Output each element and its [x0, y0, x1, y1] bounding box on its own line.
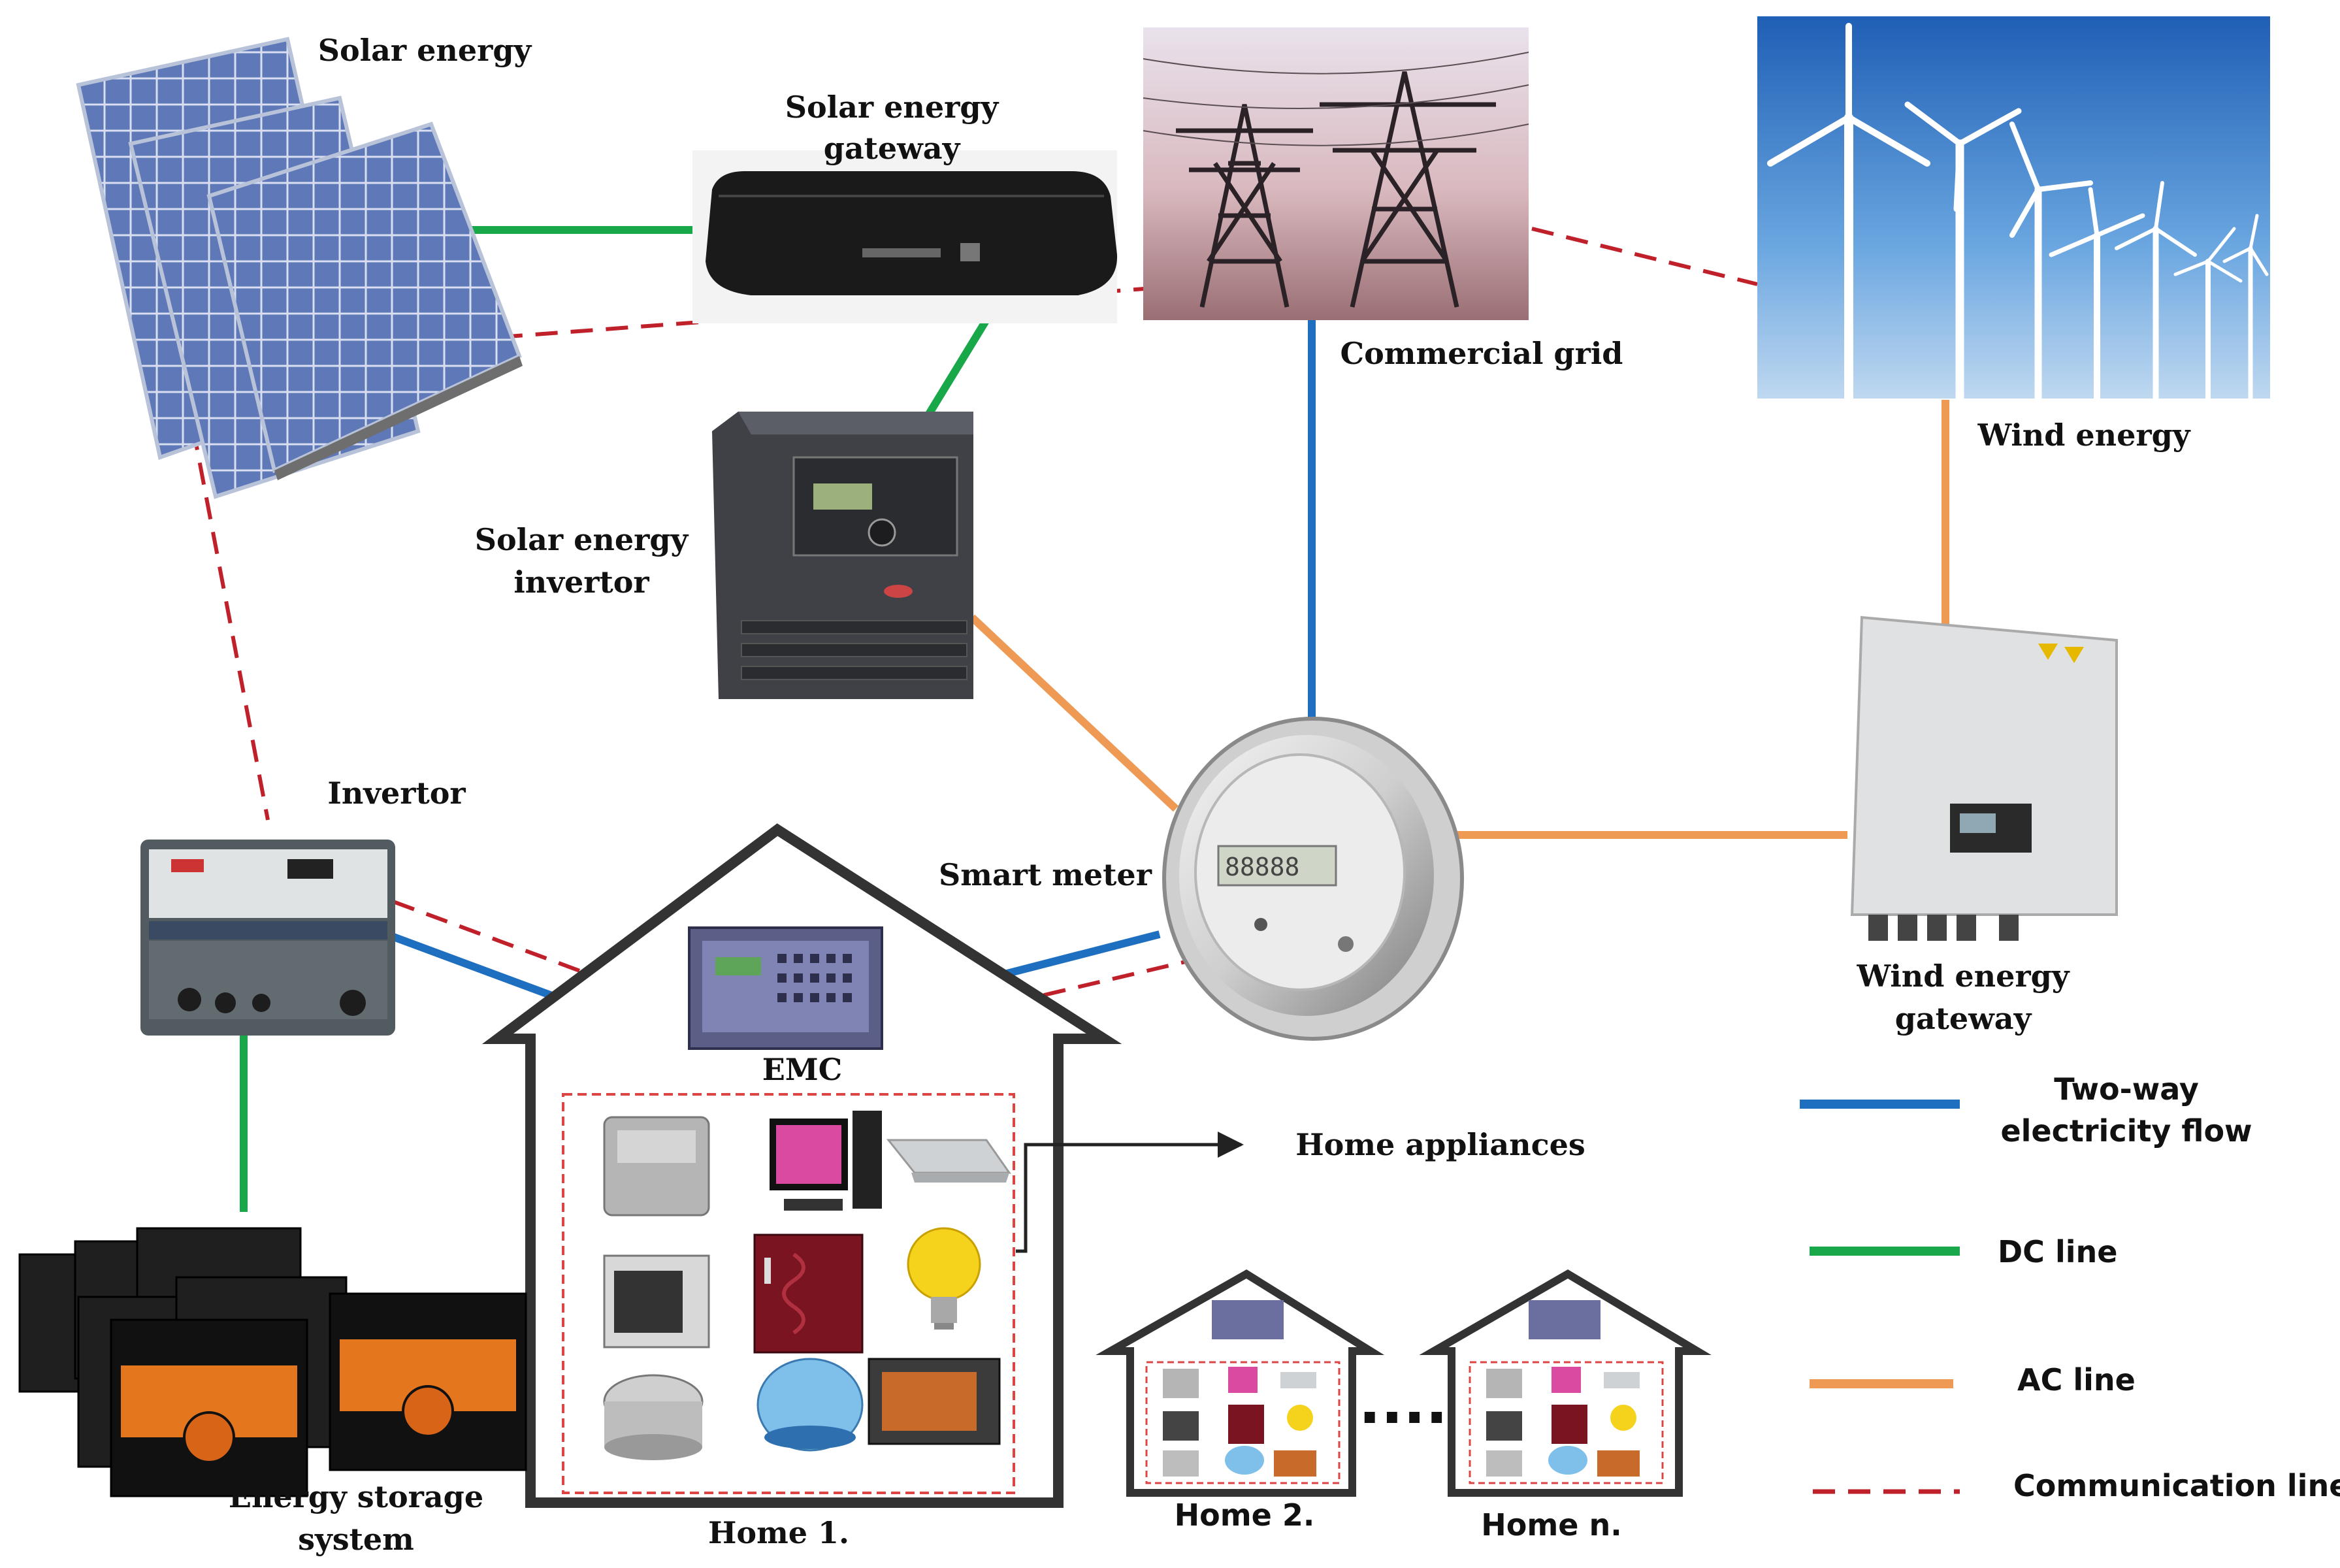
light-bulb-icon — [907, 1227, 981, 1330]
home-n-house — [1419, 1269, 1712, 1497]
laptop-icon — [886, 1139, 1011, 1183]
emc-device-image — [688, 926, 883, 1050]
legend-comm: Communication line — [2013, 1468, 2340, 1503]
solar-panels-image — [76, 37, 523, 499]
invertor-image — [140, 840, 395, 1036]
label-solar-gateway-line1: Solar energy — [785, 90, 999, 125]
refrigerator-icon — [753, 1233, 864, 1354]
label-home-n: Home n. — [1481, 1507, 1621, 1543]
toaster-oven-icon — [868, 1358, 1001, 1445]
home-2-house — [1096, 1269, 1385, 1497]
svg-text:88888: 88888 — [1225, 853, 1299, 881]
label-dots: .... — [1359, 1369, 1448, 1437]
comm-line-solar-to-invertor — [158, 254, 270, 821]
labels: Solar energy Solar energy gateway Commer… — [229, 33, 2191, 1557]
legend: Two-way electricity flow DC line AC line… — [1800, 1071, 2340, 1503]
dc-line-gateway-to-solar-invertor — [918, 301, 1000, 427]
rice-cooker-icon — [603, 1374, 704, 1460]
label-solar-energy: Solar energy — [318, 33, 532, 68]
air-purifier-icon — [756, 1358, 864, 1452]
legend-ac: AC line — [2017, 1362, 2136, 1397]
solar-gateway-image — [692, 150, 1118, 323]
label-home-appliances: Home appliances — [1295, 1127, 1585, 1162]
label-invertor: Invertor — [327, 776, 466, 811]
label-storage-line2: system — [298, 1522, 414, 1557]
solar-invertor-image — [712, 412, 973, 699]
label-home-1: Home 1. — [708, 1515, 849, 1550]
label-solar-invertor-line2: invertor — [513, 564, 649, 600]
desktop-computer-icon — [770, 1111, 882, 1211]
smart-meter-image: 88888 — [1162, 717, 1464, 1041]
label-solar-gateway-line2: gateway — [824, 131, 961, 166]
label-smart-meter: Smart meter — [939, 857, 1152, 892]
appliances-grid — [603, 1111, 1011, 1460]
label-home-2: Home 2. — [1175, 1497, 1315, 1533]
ice-maker-icon — [603, 1116, 710, 1217]
label-emc: EMC — [762, 1052, 843, 1087]
home-appliances-box — [562, 1093, 1015, 1494]
label-wind-gateway-line2: gateway — [1895, 1001, 2032, 1036]
wind-farm-image — [1757, 16, 2270, 403]
label-commercial-grid: Commercial grid — [1341, 336, 1623, 371]
energy-storage-image — [18, 1227, 527, 1497]
legend-two-way-line2: electricity flow — [2000, 1113, 2252, 1149]
legend-two-way-line1: Two-way — [2054, 1071, 2199, 1107]
label-wind-gateway-line1: Wind energy — [1856, 958, 2070, 994]
ac-line-solar-invertor-to-meter — [969, 614, 1179, 812]
comm-line-grid-to-wind — [1531, 227, 1758, 286]
microwave-icon — [603, 1254, 710, 1348]
label-solar-invertor-line1: Solar energy — [475, 522, 689, 557]
home-appliances-arrow — [1016, 1132, 1244, 1253]
legend-dc: DC line — [1998, 1234, 2117, 1269]
label-wind-energy: Wind energy — [1977, 417, 2190, 453]
commercial-grid-image — [1143, 27, 1529, 320]
wind-gateway-image — [1850, 615, 2118, 941]
label-storage-line1: Energy storage — [229, 1479, 483, 1514]
